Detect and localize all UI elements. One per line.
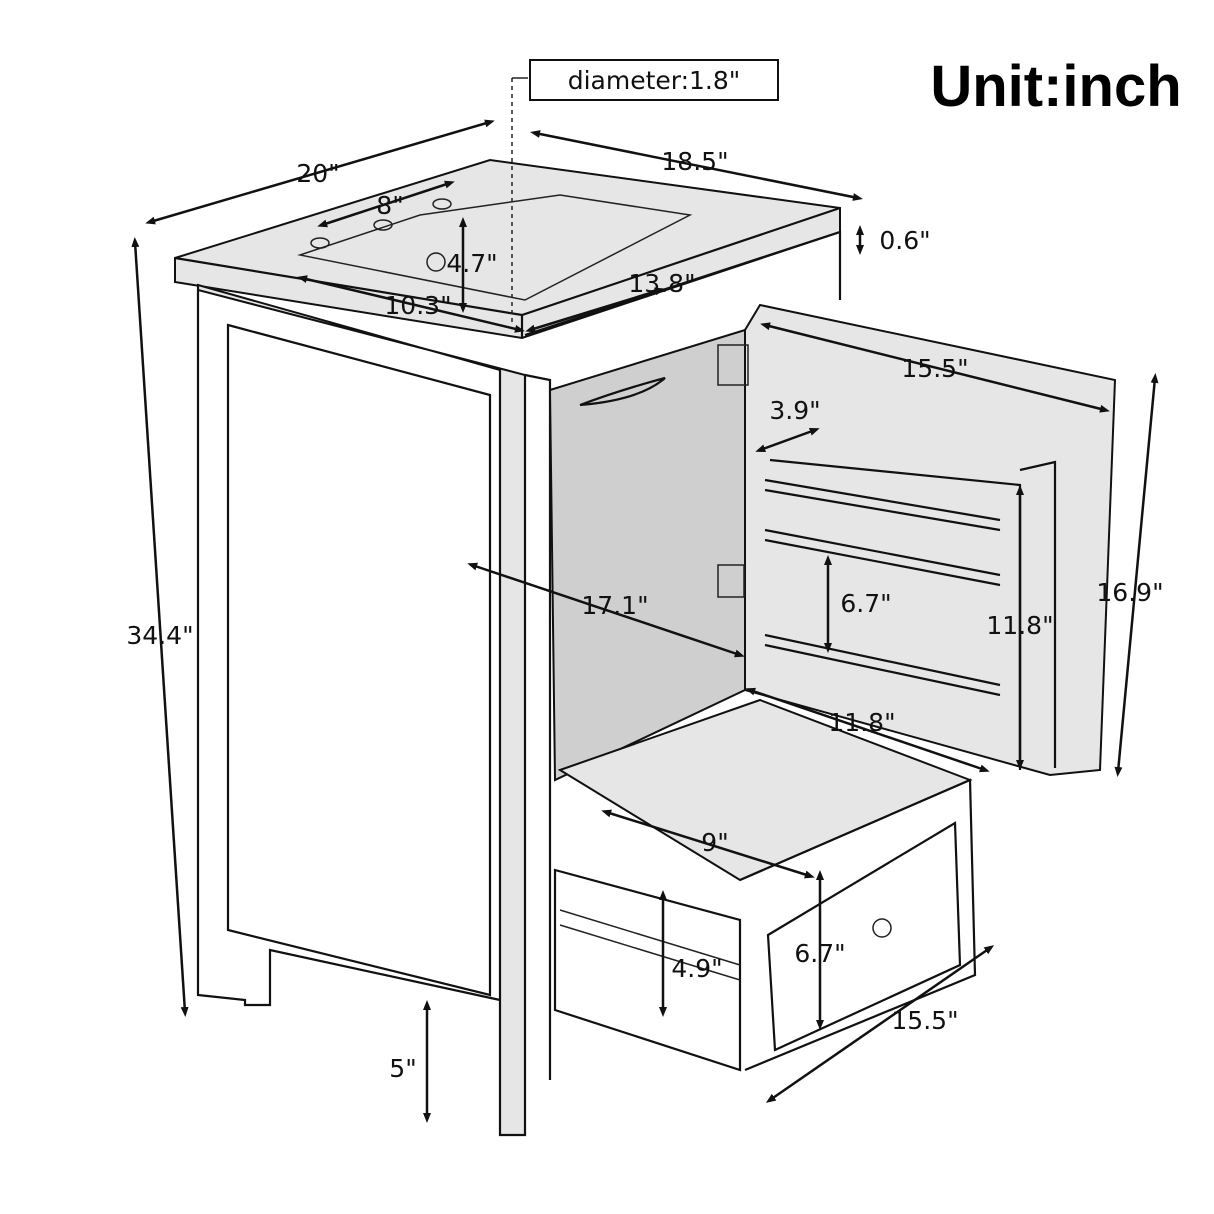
label-drawer-depth: 4.9" [671, 954, 722, 983]
label-door-height: 16.9" [1096, 578, 1163, 607]
countertop [174, 158, 841, 340]
label-leg-height: 5" [389, 1054, 416, 1083]
diameter-callout: diameter:1.8" [568, 66, 741, 95]
dimension-labels: 20" 18.5" 8" 4.7" 0.6" 13.8" 10.3" 15.5"… [126, 147, 1163, 1083]
dimension-arrows [131, 77, 1159, 1123]
label-drawer-front-height: 6.7" [794, 939, 845, 968]
diameter-callout-box [529, 59, 779, 101]
label-drawer-interior: 9" [701, 828, 728, 857]
label-shelf-spacing: 6.7" [840, 589, 891, 618]
label-top-depth: 18.5" [661, 147, 728, 176]
cabinet-body [196, 230, 842, 1137]
label-rack-height: 11.8" [986, 611, 1053, 640]
label-door-to-shelf: 3.9" [769, 396, 820, 425]
label-door-width: 15.5" [901, 354, 968, 383]
label-top-thickness: 0.6" [879, 226, 930, 255]
label-basin-length: 13.8" [628, 269, 695, 298]
unit-label: Unit:inch [930, 54, 1181, 119]
label-drawer-width: 15.5" [891, 1006, 958, 1035]
label-basin-width: 10.3" [384, 291, 451, 320]
label-total-height: 34.4" [126, 621, 193, 650]
label-faucet-spread: 8" [376, 191, 403, 220]
label-top-width: 20" [296, 159, 339, 188]
label-rack-width: 11.8" [828, 708, 895, 737]
label-interior-depth: 17.1" [581, 591, 648, 620]
label-basin-depth: 4.7" [446, 249, 497, 278]
